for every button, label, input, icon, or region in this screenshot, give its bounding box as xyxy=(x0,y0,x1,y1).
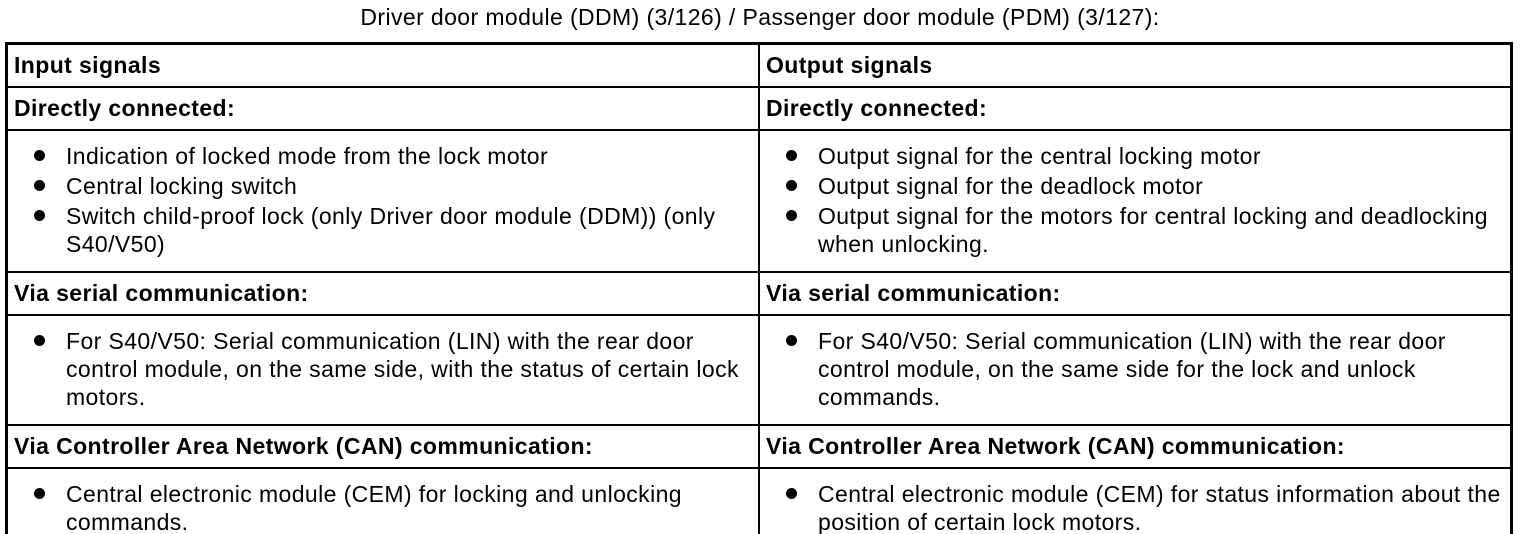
output-can-communication-heading: Via Controller Area Network (CAN) commun… xyxy=(758,424,1513,469)
output-directly-connected-cell: Output signal for the central locking mo… xyxy=(758,129,1513,273)
output-can-communication-cell: Central electronic module (CEM) for stat… xyxy=(758,467,1513,534)
bullet-icon xyxy=(786,210,797,221)
list-item-text: Output signal for the motors for central… xyxy=(818,203,1488,257)
input-can-communication-heading: Via Controller Area Network (CAN) commun… xyxy=(5,424,760,469)
list-item-text: Central locking switch xyxy=(66,173,298,199)
list-item: Central electronic module (CEM) for lock… xyxy=(8,480,752,534)
bullet-icon xyxy=(34,150,45,161)
input-can-communication-cell: Central electronic module (CEM) for lock… xyxy=(5,467,760,534)
list-item-text: For S40/V50: Serial communication (LIN) … xyxy=(818,328,1446,410)
bullet-icon xyxy=(786,488,797,499)
list-item: Output signal for the deadlock motor xyxy=(760,172,1504,200)
list-item-text: Switch child-proof lock (only Driver doo… xyxy=(66,203,716,257)
table-row: Via serial communication: Via serial com… xyxy=(5,271,1513,316)
input-signals-header: Input signals xyxy=(5,42,760,88)
list-item-text: Central electronic module (CEM) for lock… xyxy=(66,481,682,534)
list-item: Switch child-proof lock (only Driver doo… xyxy=(8,202,752,258)
list-item: Central locking switch xyxy=(8,172,752,200)
output-directly-connected-list: Output signal for the central locking mo… xyxy=(760,131,1510,271)
bullet-icon xyxy=(34,488,45,499)
bullet-icon xyxy=(786,335,797,346)
input-serial-communication-heading: Via serial communication: xyxy=(5,271,760,316)
list-item: Central electronic module (CEM) for stat… xyxy=(760,480,1504,534)
input-serial-communication-cell: For S40/V50: Serial communication (LIN) … xyxy=(5,314,760,426)
list-item: Output signal for the central locking mo… xyxy=(760,142,1504,170)
list-item: For S40/V50: Serial communication (LIN) … xyxy=(760,327,1504,411)
output-can-communication-list: Central electronic module (CEM) for stat… xyxy=(760,469,1510,534)
table-row: For S40/V50: Serial communication (LIN) … xyxy=(5,314,1513,426)
list-item: Indication of locked mode from the lock … xyxy=(8,142,752,170)
table-row: Indication of locked mode from the lock … xyxy=(5,129,1513,273)
table-row: Central electronic module (CEM) for lock… xyxy=(5,467,1513,534)
output-serial-communication-list: For S40/V50: Serial communication (LIN) … xyxy=(760,316,1510,424)
input-directly-connected-heading: Directly connected: xyxy=(5,86,760,131)
bullet-icon xyxy=(34,335,45,346)
bullet-icon xyxy=(34,180,45,191)
input-directly-connected-cell: Indication of locked mode from the lock … xyxy=(5,129,760,273)
input-directly-connected-list: Indication of locked mode from the lock … xyxy=(8,131,758,271)
table-header-row: Input signals Output signals xyxy=(5,42,1513,88)
table-row: Directly connected: Directly connected: xyxy=(5,86,1513,131)
table-row: Via Controller Area Network (CAN) commun… xyxy=(5,424,1513,469)
output-directly-connected-heading: Directly connected: xyxy=(758,86,1513,131)
list-item-text: For S40/V50: Serial communication (LIN) … xyxy=(66,328,739,410)
bullet-icon xyxy=(786,150,797,161)
list-item-text: Indication of locked mode from the lock … xyxy=(66,143,549,169)
list-item-text: Central electronic module (CEM) for stat… xyxy=(818,481,1501,534)
page-title: Driver door module (DDM) (3/126) / Passe… xyxy=(360,4,1160,30)
list-item: For S40/V50: Serial communication (LIN) … xyxy=(8,327,752,411)
bullet-icon xyxy=(786,180,797,191)
output-serial-communication-heading: Via serial communication: xyxy=(758,271,1513,316)
input-serial-communication-list: For S40/V50: Serial communication (LIN) … xyxy=(8,316,758,424)
list-item-text: Output signal for the central locking mo… xyxy=(818,143,1261,169)
output-serial-communication-cell: For S40/V50: Serial communication (LIN) … xyxy=(758,314,1513,426)
bullet-icon xyxy=(34,210,45,221)
list-item-text: Output signal for the deadlock motor xyxy=(818,173,1204,199)
output-signals-header: Output signals xyxy=(758,42,1513,88)
signals-table: Input signals Output signals Directly co… xyxy=(5,42,1513,534)
input-can-communication-list: Central electronic module (CEM) for lock… xyxy=(8,469,758,534)
list-item: Output signal for the motors for central… xyxy=(760,202,1504,258)
